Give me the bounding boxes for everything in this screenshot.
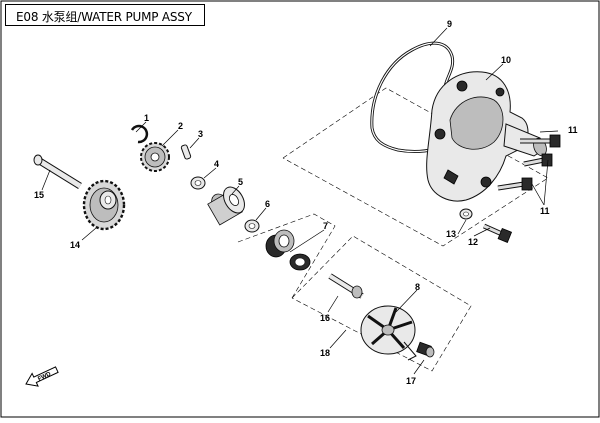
callout-3: 3 [198, 129, 203, 139]
callout-10: 10 [501, 55, 511, 65]
callout-18: 18 [320, 348, 330, 358]
impeller-part [360, 305, 417, 361]
washer-4-part [190, 176, 206, 190]
title-box: E08 水泵组/WATER PUMP ASSY [5, 4, 205, 26]
pin-part [180, 144, 192, 160]
callout-13: 13 [446, 229, 456, 239]
pump-cover-part [426, 71, 547, 202]
callout-7: 7 [323, 221, 328, 231]
large-gear-part [82, 179, 126, 231]
bolt-upper-part [520, 134, 561, 148]
callout-6: 6 [265, 199, 270, 209]
bolt-12-part [482, 223, 513, 243]
washer-13-part [459, 208, 473, 220]
bearing-part [207, 186, 245, 226]
callout-11-upper: 11 [568, 125, 578, 135]
impeller-bolt-part [416, 341, 435, 358]
small-gear-part [140, 142, 170, 172]
assembly-boundary-upper [282, 87, 549, 247]
page-title: E08 水泵组/WATER PUMP ASSY [16, 10, 192, 24]
leader-lines [41, 27, 559, 375]
callout-12: 12 [468, 237, 478, 247]
callout-5: 5 [238, 177, 243, 187]
drive-shaft-part [33, 154, 82, 189]
washer-6-part [244, 219, 260, 233]
callout-4: 4 [214, 159, 219, 169]
callout-9: 9 [447, 19, 452, 29]
callout-8: 8 [415, 282, 420, 292]
mechanical-seal-part [265, 229, 311, 271]
callout-1: 1 [144, 113, 149, 123]
bolt-lower-b-part [523, 153, 553, 167]
callout-2: 2 [178, 121, 183, 131]
callout-14: 14 [70, 240, 80, 250]
callout-11-lower: 11 [540, 206, 550, 216]
callout-15: 15 [34, 190, 44, 200]
callout-16: 16 [320, 313, 330, 323]
seal-group-boundary [237, 213, 336, 299]
fwd-direction-marker: FWD [25, 366, 59, 387]
circlip-part [130, 124, 149, 144]
callout-17: 17 [406, 376, 416, 386]
pump-shaft-part [328, 273, 364, 299]
fwd-label: FWD [37, 371, 53, 382]
callout-labels: 1 2 3 4 5 6 7 8 9 10 11 11 12 13 14 15 1… [34, 19, 578, 386]
bolt-lower-a-part [497, 177, 533, 191]
